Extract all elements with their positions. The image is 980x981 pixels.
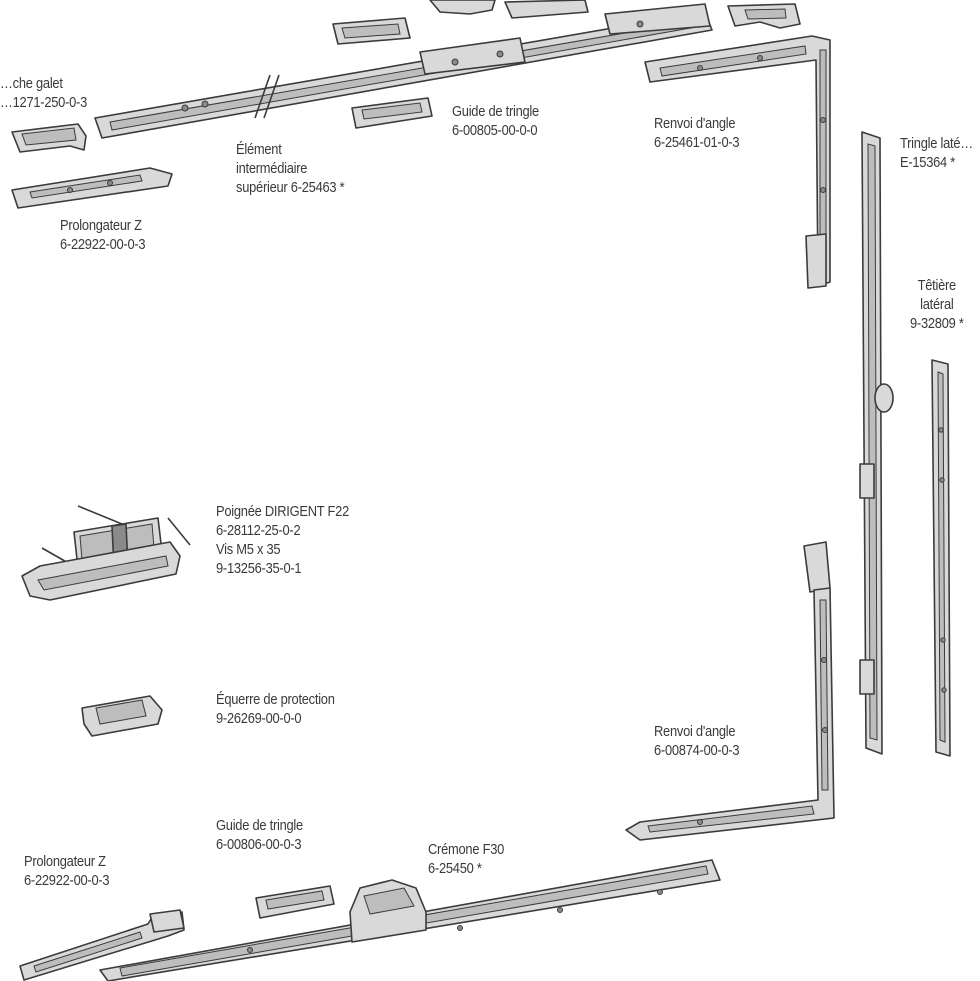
label-line: 6-00806-00-0-3 bbox=[216, 836, 302, 853]
label-equerre-protection: Équerre de protection 9-26269-00-0-0 bbox=[216, 690, 335, 728]
label-line: Prolongateur Z bbox=[24, 853, 106, 870]
label-cremone: Crémone F30 6-25450 * bbox=[428, 840, 504, 878]
label-line: intermédiaire bbox=[236, 160, 308, 177]
guide-tringle-bottom-part bbox=[255, 885, 335, 919]
label-line: …che galet bbox=[0, 75, 63, 92]
label-line: latéral bbox=[920, 296, 954, 313]
label-line: 6-25450 * bbox=[428, 860, 482, 877]
label-renvoi-angle-bottom: Renvoi d'angle 6-00874-00-0-3 bbox=[654, 722, 740, 760]
label-line: 6-25461-01-0-3 bbox=[654, 134, 740, 151]
label-guide-tringle-bottom: Guide de tringle 6-00806-00-0-3 bbox=[216, 816, 303, 854]
label-line: Renvoi d'angle bbox=[654, 723, 736, 740]
label-tetiere-laterale: Têtière latéral 9-32809 * bbox=[910, 276, 964, 333]
label-line: 6-22922-00-0-3 bbox=[60, 236, 146, 253]
equerre-protection-part bbox=[81, 695, 163, 737]
label-poignee: Poignée DIRIGENT F22 6-28112-25-0-2 Vis … bbox=[216, 502, 349, 578]
label-renvoi-angle-top: Renvoi d'angle 6-25461-01-0-3 bbox=[654, 114, 740, 152]
label-line: 6-00805-00-0-0 bbox=[452, 122, 538, 139]
label-line: Tringle laté… bbox=[900, 135, 973, 152]
label-line: Guide de tringle bbox=[216, 817, 303, 834]
label-line: Crémone F30 bbox=[428, 841, 505, 858]
tetiere-laterale-part bbox=[931, 359, 951, 757]
label-prolongateur-top: Prolongateur Z 6-22922-00-0-3 bbox=[60, 216, 146, 254]
label-line: Élément bbox=[236, 141, 282, 158]
label-line: 6-28112-25-0-2 bbox=[216, 522, 301, 539]
label-line: Équerre de protection bbox=[216, 691, 335, 708]
label-line: 6-22922-00-0-3 bbox=[24, 872, 110, 889]
label-line: 9-32809 * bbox=[910, 315, 964, 332]
label-line: supérieur 6-25463 * bbox=[236, 179, 345, 196]
top-small-parts bbox=[332, 0, 801, 45]
label-gache-galet: …che galet …1271-250-0-3 bbox=[0, 74, 87, 112]
label-prolongateur-bottom: Prolongateur Z 6-22922-00-0-3 bbox=[24, 852, 110, 890]
prolongateur-top-part bbox=[11, 167, 173, 209]
label-line: 9-13256-35-0-1 bbox=[216, 560, 302, 577]
guide-tringle-top-part bbox=[351, 97, 433, 129]
label-line: E-15364 * bbox=[900, 154, 956, 171]
label-guide-tringle-top: Guide de tringle 6-00805-00-0-0 bbox=[452, 102, 539, 140]
element-intermediaire-bar bbox=[94, 3, 713, 139]
gache-galet-part bbox=[11, 123, 87, 153]
label-line: 6-00874-00-0-3 bbox=[654, 742, 740, 759]
label-line: Têtière bbox=[917, 277, 957, 294]
label-line: Poignée DIRIGENT F22 bbox=[216, 503, 349, 520]
poignee-handle-part bbox=[21, 505, 191, 601]
label-tringle-laterale: Tringle laté… E-15364 * bbox=[900, 134, 973, 172]
prolongateur-bottom-part bbox=[19, 909, 185, 981]
label-element-intermediaire: Élément intermédiaire supérieur 6-25463 … bbox=[236, 140, 345, 197]
cremone-part bbox=[99, 859, 721, 981]
renvoi-angle-bottom-part bbox=[625, 541, 835, 841]
label-line: Guide de tringle bbox=[452, 103, 539, 120]
label-line: Prolongateur Z bbox=[60, 217, 142, 234]
label-line: Vis M5 x 35 bbox=[216, 541, 281, 558]
label-line: …1271-250-0-3 bbox=[0, 94, 88, 111]
label-line: 9-26269-00-0-0 bbox=[216, 710, 302, 727]
tringle-laterale-part bbox=[859, 131, 894, 755]
renvoi-angle-top-part bbox=[644, 35, 831, 289]
label-line: Renvoi d'angle bbox=[654, 115, 736, 132]
